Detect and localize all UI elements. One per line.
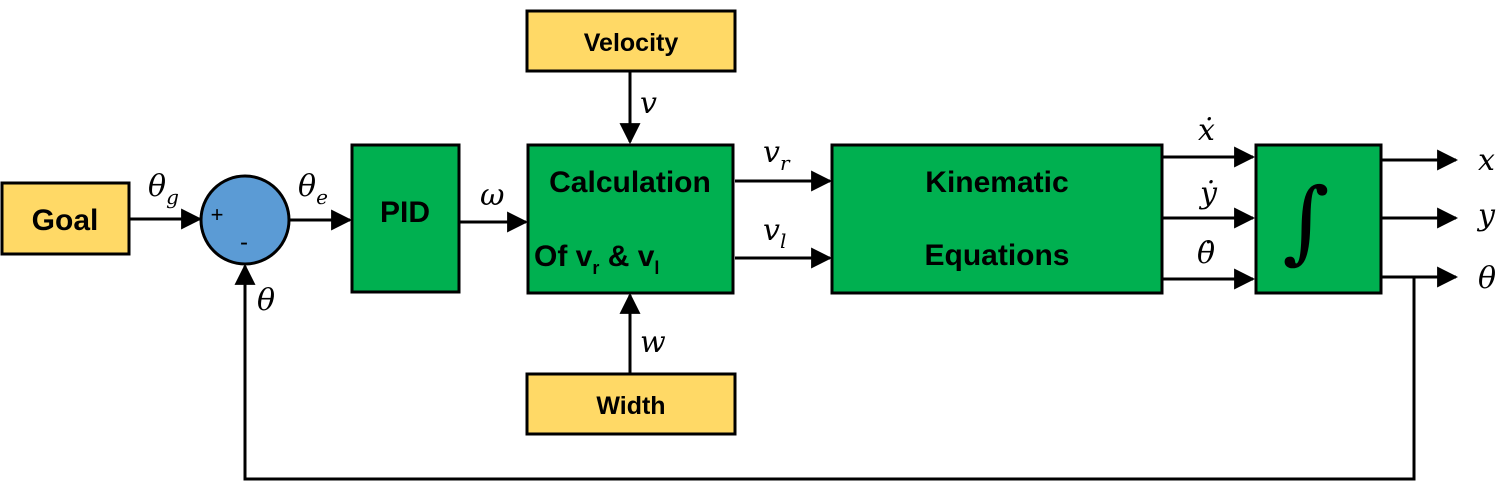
- calculation-label-line2: Of vr & vl: [534, 240, 659, 278]
- omega-label: ω: [480, 178, 504, 213]
- summing-junction: + -: [199, 174, 291, 266]
- integral-sign-icon: ∫: [1283, 169, 1330, 274]
- pid-block: PID: [350, 143, 461, 294]
- integrator-block: ∫: [1254, 143, 1383, 295]
- w-label: w: [640, 325, 666, 360]
- x-output-label: x: [1478, 143, 1495, 178]
- theta-output-label: θ: [1478, 261, 1496, 296]
- calculation-block: Calculation Of vr & vl: [526, 143, 735, 295]
- theta-g-label: θg: [148, 169, 179, 209]
- v-l-label: vl: [763, 213, 786, 253]
- v-label: v: [640, 86, 657, 121]
- v-r-label: vr: [763, 135, 791, 175]
- feedback-path: [234, 263, 1416, 481]
- theta-feedback-label: θ: [257, 283, 275, 318]
- theta-dot-label: θ̇: [1197, 236, 1215, 271]
- width-label: Width: [596, 392, 665, 420]
- y-output-label: y: [1476, 198, 1496, 233]
- kinematic-block: Kinematic Equations: [830, 143, 1164, 295]
- theta-e-label: θe: [298, 169, 328, 209]
- width-block: Width: [525, 372, 737, 436]
- minus-sign: -: [240, 229, 248, 256]
- goal-block: Goal: [0, 181, 131, 256]
- kinematic-label-line2: Equations: [924, 239, 1069, 272]
- velocity-label: Velocity: [584, 29, 679, 57]
- kinematic-label-line1: Kinematic: [925, 166, 1068, 199]
- plus-sign: +: [211, 202, 224, 227]
- goal-label: Goal: [32, 204, 99, 237]
- x-dot-label: ẋ: [1198, 113, 1215, 148]
- calculation-label-line1: Calculation: [549, 166, 711, 199]
- y-dot-label: ẏ: [1198, 176, 1218, 211]
- pid-label: PID: [380, 196, 430, 229]
- velocity-block: Velocity: [525, 9, 737, 73]
